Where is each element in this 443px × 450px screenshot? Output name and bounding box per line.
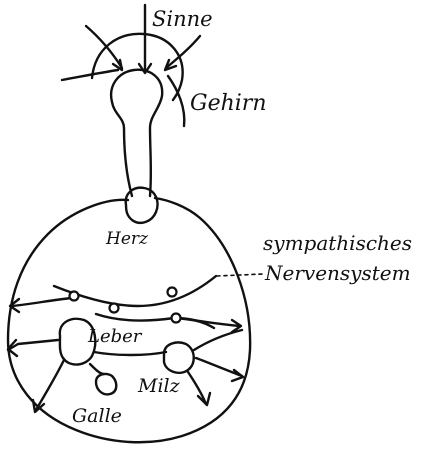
nerve-leader-line <box>216 273 264 277</box>
ganglion-2 <box>108 302 120 314</box>
brain-stalk <box>109 68 164 198</box>
ganglion-1 <box>68 290 80 302</box>
gehirn-outer-arc <box>166 74 186 128</box>
nerve-branch-right <box>174 316 242 328</box>
ganglion-4 <box>170 312 182 324</box>
milz-organ <box>162 341 195 374</box>
spleen-nerve-down <box>186 370 208 406</box>
liver-spleen-link <box>92 350 168 357</box>
sense-arrow-left <box>84 24 124 70</box>
galle-duct <box>88 362 106 376</box>
leber-organ <box>58 317 97 366</box>
label-herz: Herz <box>105 229 149 249</box>
spleen-nerve-up <box>192 328 244 352</box>
galle-organ <box>94 372 118 396</box>
liver-nerve-down <box>34 358 66 412</box>
liver-nerve-left <box>6 338 60 352</box>
nerve-chain-main <box>52 274 218 308</box>
ganglion-3 <box>166 286 178 298</box>
label-nervensystem: Nervensystem <box>264 261 411 285</box>
label-milz: Milz <box>137 375 181 397</box>
label-galle: Galle <box>72 405 122 427</box>
nerve-branch-left <box>10 296 74 308</box>
label-gehirn: Gehirn <box>190 91 266 116</box>
sense-arrow-right <box>164 34 202 70</box>
label-leber: Leber <box>87 326 143 347</box>
label-sympathisches: sympathisches <box>263 231 412 255</box>
torso-outline <box>6 196 252 444</box>
herz-organ <box>124 186 159 224</box>
label-sinne: Sinne <box>152 7 213 31</box>
spleen-nerve-right <box>194 356 244 378</box>
sense-arrow-left-low <box>60 68 120 82</box>
